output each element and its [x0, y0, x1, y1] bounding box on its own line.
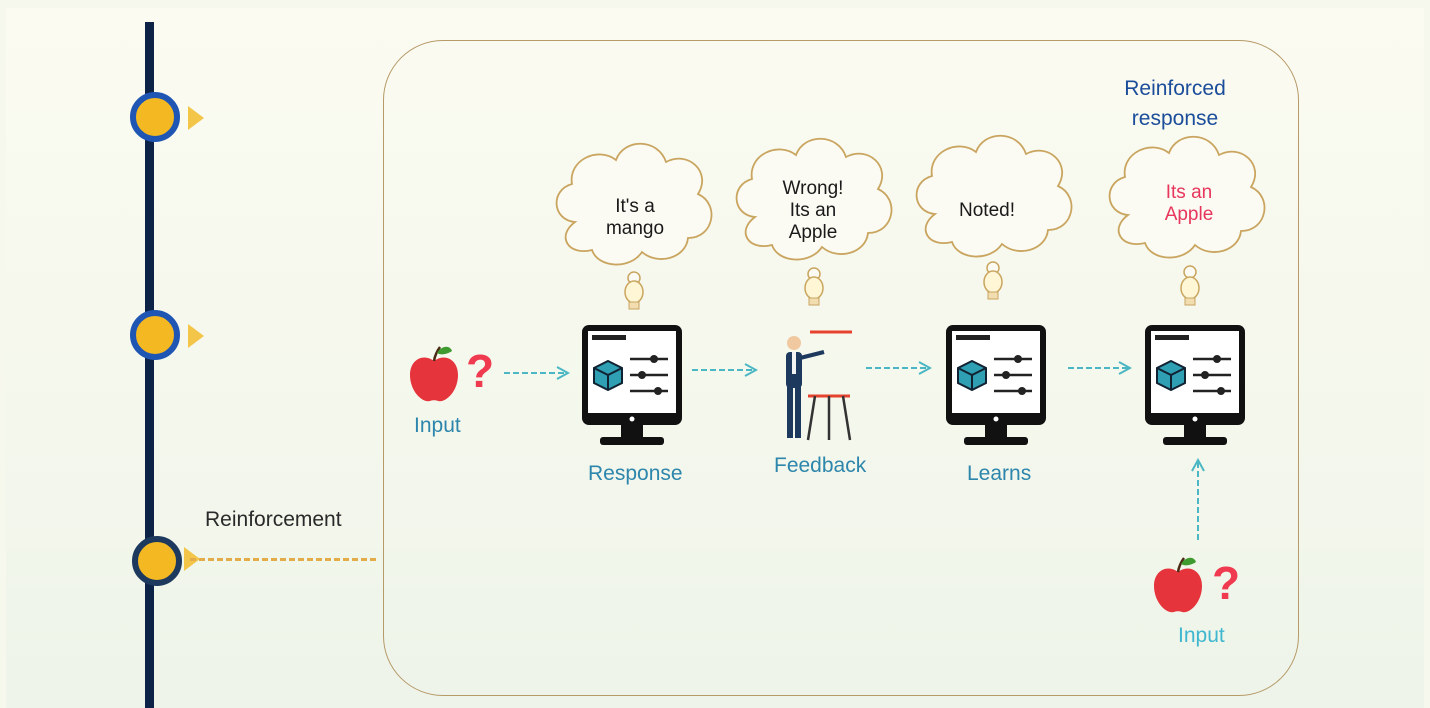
question-mark-icon: ?	[1212, 557, 1241, 609]
timeline-pointer-1	[188, 106, 204, 130]
computer-icon-reinforced	[1143, 323, 1247, 447]
timeline-line	[145, 22, 154, 708]
learns-label: Learns	[967, 462, 1032, 485]
reinforcement-connector	[190, 558, 376, 561]
bulb-icon	[624, 271, 644, 310]
input-label: Input	[414, 414, 461, 437]
apple-icon	[408, 345, 460, 403]
cloud-icon	[915, 134, 1073, 258]
timeline-node-1[interactable]	[130, 92, 180, 142]
bulb-icon	[804, 267, 824, 306]
timeline-node-2[interactable]	[130, 310, 180, 360]
bulb-icon	[1180, 265, 1200, 306]
reinforced-response-title: Reinforced response	[1124, 77, 1226, 130]
timeline-pointer-2	[188, 324, 204, 348]
reinforcement-panel	[383, 40, 1299, 696]
bulb-icon	[983, 261, 1003, 300]
presenter-icon	[786, 330, 852, 441]
feedback-label: Feedback	[774, 454, 867, 477]
timeline-node-reinforcement[interactable]	[132, 536, 182, 586]
computer-icon-response	[580, 323, 684, 447]
question-mark-icon: ?	[466, 345, 495, 397]
computer-icon-learns	[944, 323, 1048, 447]
response-label: Response	[588, 462, 683, 485]
apple-icon	[1152, 556, 1204, 614]
input-label-2: Input	[1178, 624, 1225, 647]
reinforcement-label: Reinforcement	[205, 508, 342, 531]
cloud-text-learns: Noted!	[959, 200, 1015, 221]
